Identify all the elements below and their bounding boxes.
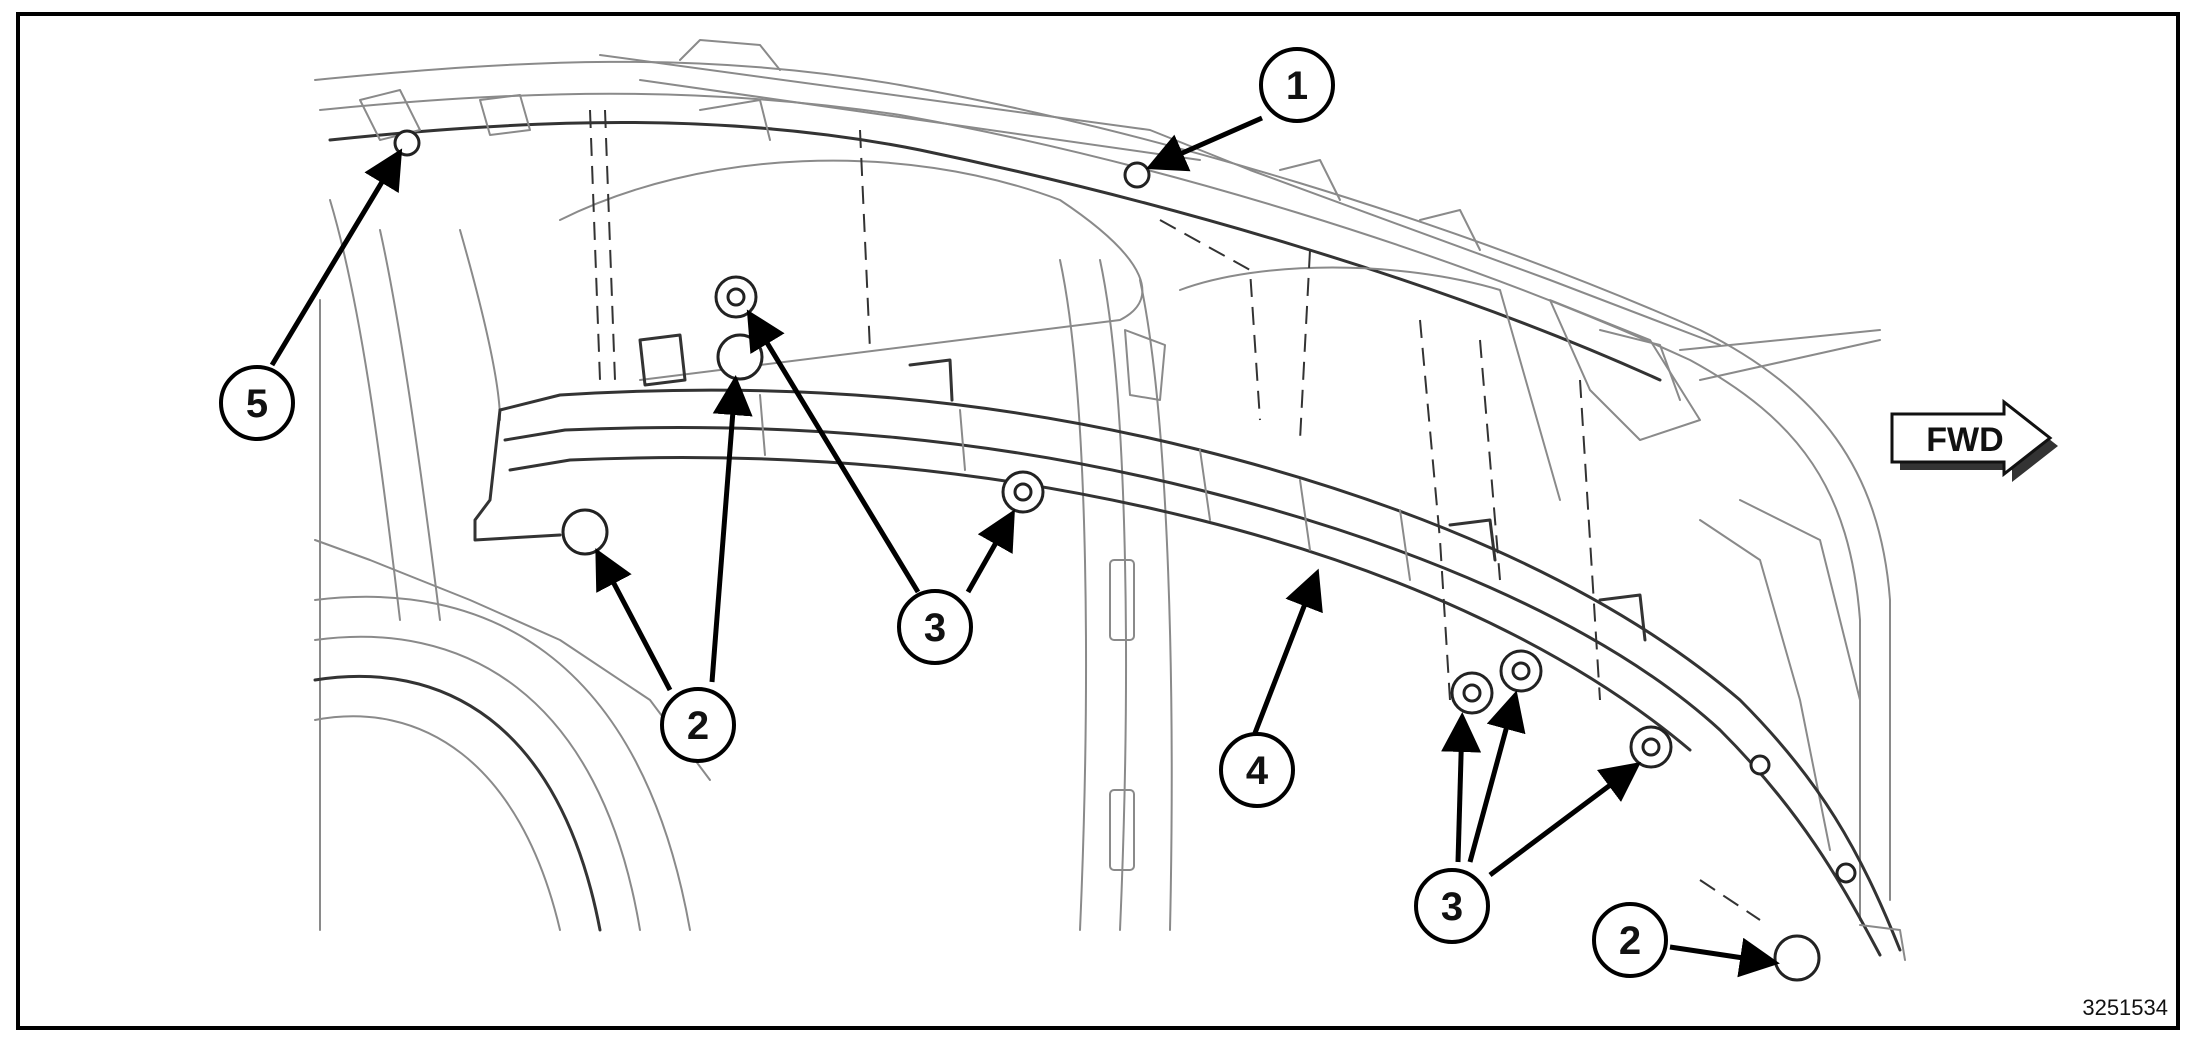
clip-fastener-icon [1835, 862, 1857, 884]
push-pin-icon [561, 508, 609, 556]
bolt-center-icon [1641, 737, 1661, 757]
callout-number: 2 [687, 704, 709, 748]
leader-lines [269, 115, 1780, 978]
callout-4: 4 [1219, 732, 1295, 808]
callout-3-left: 3 [897, 589, 973, 665]
clip-fastener-icon [1749, 754, 1771, 776]
clip-fastener-icon [1123, 161, 1151, 189]
bolt-center-icon [1511, 661, 1531, 681]
fwd-label: FWD [1926, 421, 2003, 459]
bolt-center-icon [1462, 683, 1482, 703]
figure-id: 3251534 [2082, 995, 2168, 1020]
callout-2-right: 2 [1592, 902, 1668, 978]
callout-number: 3 [1441, 885, 1463, 929]
callout-5: 5 [219, 365, 295, 441]
bolt-center-icon [726, 287, 746, 307]
callout-3-right: 3 [1414, 868, 1490, 944]
callout-1: 1 [1259, 47, 1335, 123]
clip-fastener-icon [393, 129, 421, 157]
fasteners [393, 129, 1857, 982]
callout-number: 1 [1286, 64, 1308, 108]
push-pin-icon [1773, 934, 1821, 982]
callout-number: 3 [924, 606, 946, 650]
callout-number: 2 [1619, 919, 1641, 963]
push-pin-icon [716, 333, 764, 381]
forward-direction-arrow: FWD [1890, 398, 2058, 482]
hidden-lines [589, 109, 1761, 921]
curtain-airbag [473, 333, 1906, 961]
bolt-center-icon [1013, 482, 1033, 502]
callout-number: 5 [246, 382, 268, 426]
callout-number: 4 [1246, 749, 1269, 793]
callout-2-left: 2 [660, 687, 736, 763]
diagram-border [16, 12, 2180, 1030]
vehicle-body-line-art [313, 39, 1891, 932]
